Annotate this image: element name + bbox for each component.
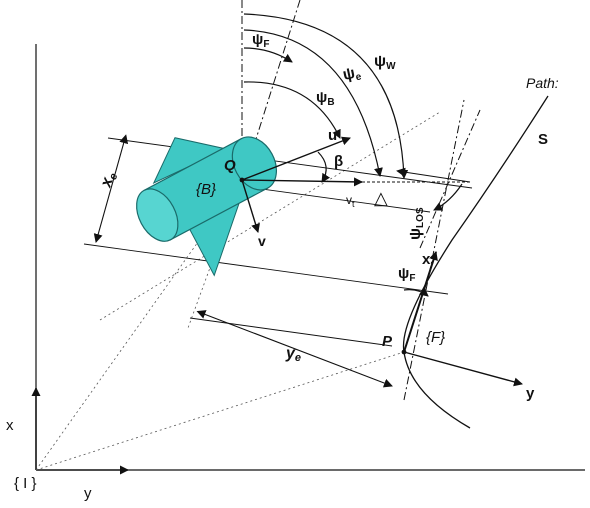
los-delta-dimension (396, 167, 471, 183)
ye-guide-top (189, 317, 393, 347)
psi-B-arc (243, 81, 341, 139)
path-frame-heading-line (403, 99, 465, 401)
sway-v-label: v (258, 233, 266, 249)
path-parallel-line-3 (239, 185, 431, 213)
path-frame-y-label: y (526, 385, 535, 402)
vehicle-tail (136, 188, 179, 242)
psi-LOS-label: ψLOS (407, 207, 426, 240)
point-P-label: P (382, 333, 393, 350)
vehicle-nose (231, 136, 277, 191)
beta-label: β (334, 153, 343, 170)
velocity-vt-label: vt (346, 193, 355, 209)
vehicle (136, 136, 277, 277)
sway-v-arrow (241, 179, 260, 233)
path-frame-x-arrow (403, 251, 438, 353)
psi-e-label: ψe (341, 64, 363, 86)
velocity-vt-arrow (241, 177, 363, 187)
ye-label: ye (285, 345, 301, 364)
path-frame-label: {F} (426, 329, 445, 346)
path-label: Path: (526, 75, 559, 91)
ye-dimension (196, 310, 393, 388)
psi-W-label: ψW (374, 53, 396, 72)
body-frame-label: {B} (196, 181, 216, 198)
psi-W-arc (243, 13, 409, 179)
psi-F-P-label: ψF (398, 265, 415, 284)
psi-F-label: ψF (252, 31, 269, 50)
surge-u-label: u (328, 127, 337, 144)
delta-label: △ (374, 188, 388, 208)
psi-F-P-arc (403, 287, 429, 297)
xe-label: xe (97, 170, 120, 191)
psi-B-label: ψB (316, 89, 335, 108)
body-axis-dotted (99, 111, 441, 321)
psi-F-arc (243, 47, 293, 63)
inertial-y-label: y (84, 485, 92, 502)
inertial-x-label: x (6, 417, 14, 434)
psi-e-arc (243, 29, 383, 177)
path-frame-x-label: x (422, 251, 431, 268)
point-Q (239, 177, 245, 183)
path-parallel-line-2 (83, 243, 449, 295)
path-frame-y-arrow (403, 351, 523, 387)
path-name-S: S (538, 131, 548, 148)
point-Q-label: Q (224, 157, 236, 174)
xe-dimension (93, 134, 129, 243)
path-tangent-line (249, 0, 301, 159)
psi-LOS-arc (433, 183, 463, 211)
surge-u-arrow (241, 136, 351, 181)
path-parallel-line-1 (107, 137, 473, 189)
beta-arc (317, 151, 331, 183)
inertial-frame-label: { I } (14, 475, 37, 492)
